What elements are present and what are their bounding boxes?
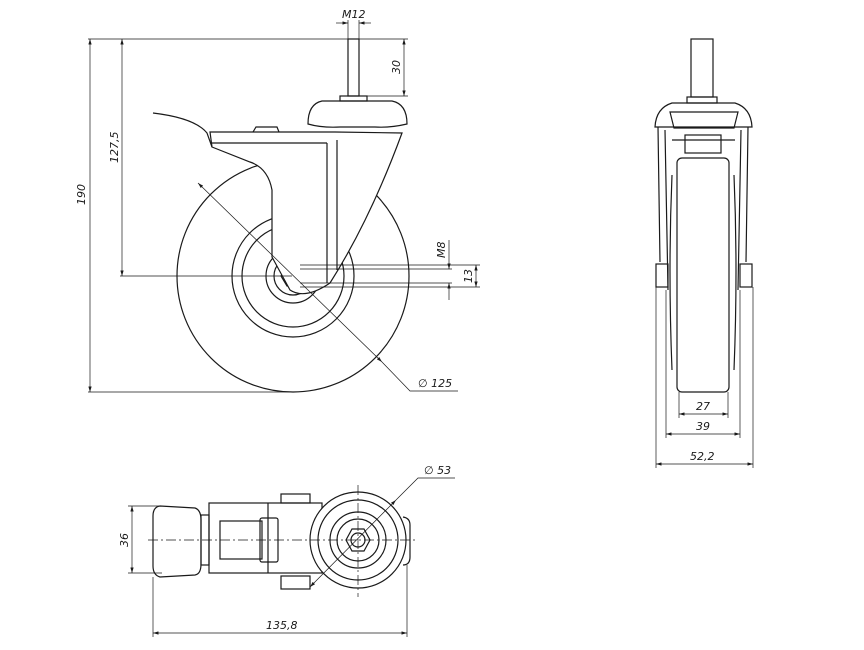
dim-135-8: 135,8 <box>266 619 298 632</box>
axle-nut-left <box>655 263 669 288</box>
dim-190: 190 <box>75 184 88 205</box>
dimensions-front: 190 127,5 30 M12 M8 13 ∅ 125 <box>75 8 480 393</box>
front-view: 190 127,5 30 M12 M8 13 ∅ 125 <box>75 8 480 393</box>
axle-nut-top <box>280 493 311 504</box>
dim-13: 13 <box>462 269 475 283</box>
top-view: 36 135,8 ∅ 53 <box>118 464 455 637</box>
dim-27: 27 <box>696 400 710 413</box>
dim-39: 39 <box>696 420 710 433</box>
fork <box>152 112 403 295</box>
dim-52-2: 52,2 <box>690 450 715 463</box>
dim-36: 36 <box>118 533 131 547</box>
dimensions-side: 27 39 52,2 <box>655 287 754 468</box>
stem <box>307 38 408 128</box>
dim-30: 30 <box>390 60 403 74</box>
dimensions-top: 36 135,8 ∅ 53 <box>118 464 455 637</box>
dim-m12: M12 <box>342 8 366 21</box>
dim-top-diameter: ∅ 53 <box>424 464 451 477</box>
side-view: 27 39 52,2 <box>654 38 754 468</box>
axle-nut-bottom <box>280 575 311 590</box>
dim-m8: M8 <box>435 242 448 259</box>
axle-nut-right <box>739 263 753 288</box>
dim-127-5: 127,5 <box>108 132 121 164</box>
dim-wheel-diameter: ∅ 125 <box>418 377 452 390</box>
